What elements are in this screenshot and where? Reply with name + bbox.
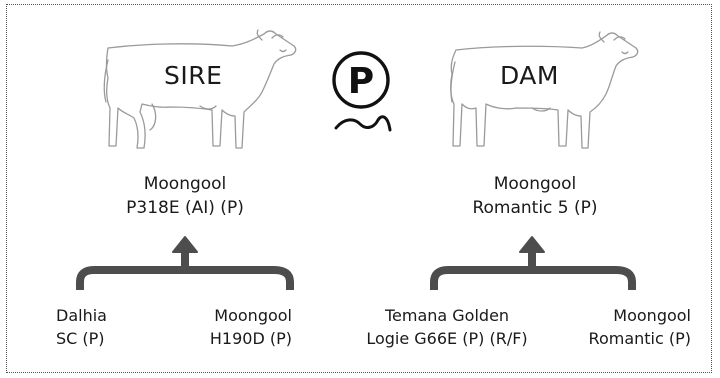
dam-parent-1-line1: Temana Golden (384, 306, 510, 325)
sire-parent-1: Dalhia SC (P) (56, 304, 107, 350)
dam-name: Moongool Romantic 5 (P) (455, 172, 615, 220)
dam-cow-icon (450, 31, 639, 149)
sire-parent-1-line2: SC (P) (56, 329, 105, 348)
diagram-frame (6, 4, 712, 373)
sire-parent-2-line1: Moongool (214, 306, 292, 325)
dam-parent-2-line1: Moongool (613, 306, 691, 325)
dam-parent-1-line2: Logie G66E (P) (R/F) (366, 329, 528, 348)
sire-name: Moongool P318E (AI) (P) (105, 172, 265, 220)
dam-bracket-arrow (430, 236, 636, 290)
sire-parent-2-line2: H190D (P) (209, 329, 292, 348)
dam-parent-2-line2: Romantic (P) (588, 329, 691, 348)
dam-parent-2: Moongool Romantic (P) (589, 304, 691, 350)
svg-text:P: P (348, 61, 374, 102)
sire-bracket-arrow (76, 236, 294, 290)
dam-parent-1: Temana Golden Logie G66E (P) (R/F) (349, 304, 545, 350)
sire-parent-1-line1: Dalhia (56, 306, 107, 325)
sire-cow-icon (103, 29, 297, 149)
polled-symbol-icon: P (332, 51, 392, 132)
dam-name-line2: Romantic 5 (P) (472, 198, 598, 218)
dam-name-line1: Moongool (493, 174, 577, 194)
sire-tag: SIRE (164, 61, 223, 90)
sire-name-line1: Moongool (143, 174, 227, 194)
sire-name-line2: P318E (AI) (P) (126, 198, 244, 218)
sire-parent-2: Moongool H190D (P) (210, 304, 292, 350)
dam-tag: DAM (500, 61, 559, 90)
